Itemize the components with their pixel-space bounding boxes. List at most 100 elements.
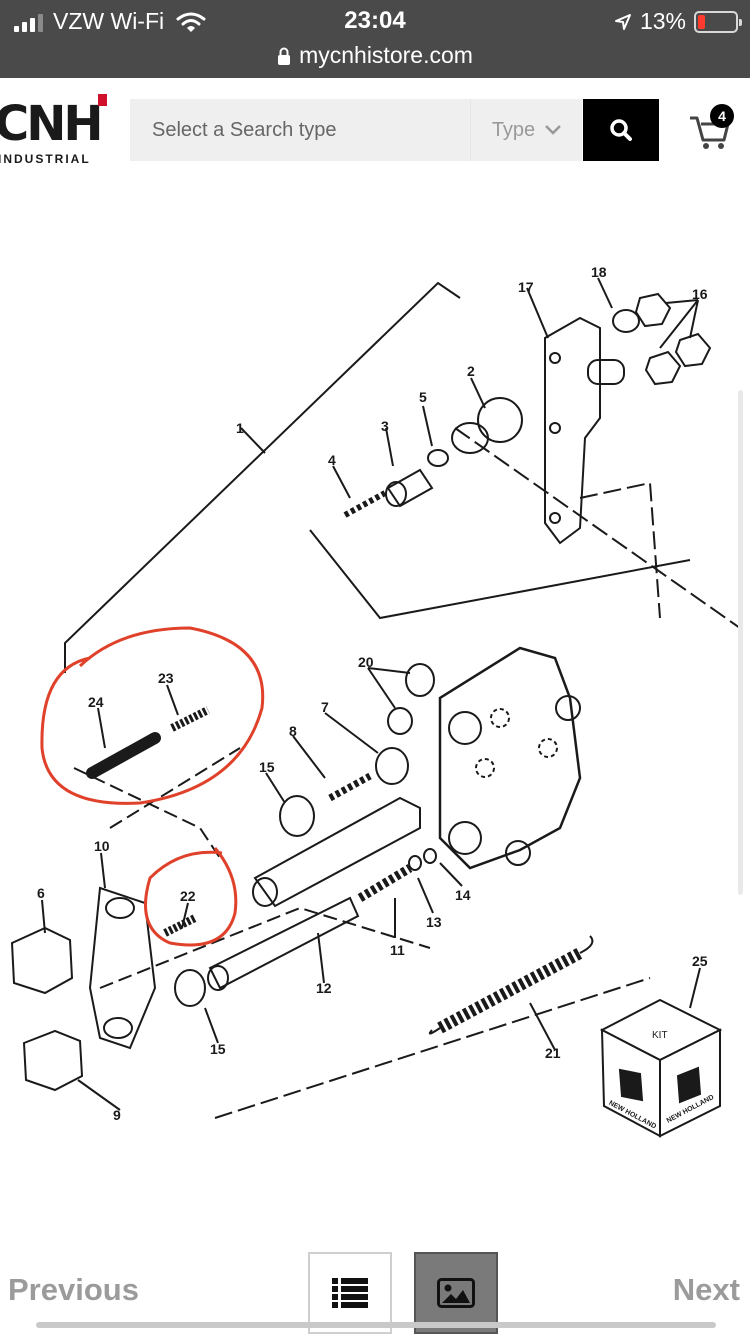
leader-line bbox=[265, 772, 286, 804]
search-type-dropdown[interactable]: Type bbox=[470, 99, 582, 161]
leader-line bbox=[324, 712, 379, 754]
part-label: 20 bbox=[358, 654, 374, 670]
battery-fill bbox=[698, 14, 705, 29]
pump-hidden-bore bbox=[538, 738, 558, 758]
cnh-logo[interactable]: CNH INDUSTRIAL bbox=[0, 92, 112, 166]
part-label: 17 bbox=[518, 279, 534, 295]
part-label: 12 bbox=[316, 980, 332, 996]
part-valve-end bbox=[385, 481, 407, 507]
previous-button[interactable]: Previous bbox=[8, 1272, 139, 1307]
part-label: 9 bbox=[113, 1107, 121, 1123]
assembly-outline-line bbox=[214, 977, 651, 1119]
new-holland-logo-icon bbox=[618, 1068, 644, 1102]
search-box: Type bbox=[130, 99, 582, 161]
part-spring bbox=[170, 706, 210, 732]
vertical-scrollbar[interactable] bbox=[738, 390, 743, 895]
part-washer bbox=[612, 309, 640, 333]
part-o-ring bbox=[405, 663, 435, 697]
parts-diagram: 1 2 3 4 5 6 7 8 9 10 11 12 13 14 15 15 1… bbox=[10, 264, 741, 1138]
part-spring bbox=[357, 864, 413, 902]
leader-line bbox=[526, 287, 549, 339]
cart-button[interactable]: 4 bbox=[688, 104, 736, 152]
part-label: 6 bbox=[37, 885, 45, 901]
part-label: 15 bbox=[259, 759, 275, 775]
part-valve-spool bbox=[86, 732, 161, 779]
part-label: 14 bbox=[455, 887, 471, 903]
cart-count-badge: 4 bbox=[710, 104, 734, 128]
part-nut bbox=[634, 292, 672, 328]
part-label: 7 bbox=[321, 699, 329, 715]
part-bracket bbox=[544, 316, 601, 545]
bracket-hole bbox=[549, 352, 561, 364]
next-button[interactable]: Next bbox=[672, 1272, 740, 1307]
part-spring bbox=[343, 490, 387, 518]
part-o-ring bbox=[387, 707, 413, 735]
part-label: 11 bbox=[390, 942, 405, 958]
bracket-hole bbox=[549, 512, 561, 524]
address-bar[interactable]: mycnhistore.com bbox=[0, 42, 750, 69]
site-header: CNH INDUSTRIAL Type 4 bbox=[0, 78, 750, 188]
leader-line bbox=[422, 405, 433, 447]
logo-red-accent bbox=[98, 94, 107, 106]
assembly-outline-line bbox=[64, 281, 461, 673]
leader-line bbox=[417, 877, 434, 914]
part-drain-plug bbox=[22, 1029, 84, 1092]
assembly-outline-line bbox=[99, 906, 431, 989]
bracket-stud bbox=[587, 359, 625, 385]
leader-line bbox=[367, 667, 411, 709]
part-plug-body bbox=[451, 422, 489, 454]
search-button[interactable] bbox=[583, 99, 659, 161]
part-label: 15 bbox=[210, 1041, 226, 1057]
leader-line bbox=[385, 427, 394, 467]
battery-percent: 13% bbox=[639, 8, 686, 34]
plate-hole bbox=[103, 1017, 133, 1039]
part-seal-ring bbox=[279, 795, 315, 837]
assembly-outline-line bbox=[73, 767, 221, 859]
part-label: 18 bbox=[591, 264, 607, 280]
assembly-outline-line bbox=[579, 481, 661, 619]
pump-hidden-bore bbox=[490, 708, 510, 728]
part-label: 24 bbox=[88, 694, 104, 710]
leader-line bbox=[240, 427, 266, 454]
leader-line bbox=[100, 852, 106, 889]
part-label: 23 bbox=[158, 670, 174, 686]
spring-hook bbox=[579, 935, 594, 954]
horizontal-scrollbar[interactable] bbox=[36, 1322, 716, 1328]
image-icon bbox=[437, 1278, 475, 1308]
annotation-circle bbox=[144, 847, 238, 947]
assembly-outline-line bbox=[309, 529, 691, 620]
part-label: 22 bbox=[180, 888, 196, 904]
leader-line bbox=[181, 902, 189, 929]
leader-line bbox=[332, 465, 351, 499]
search-icon bbox=[610, 119, 632, 141]
bottom-navigation: Previous Next bbox=[0, 1250, 750, 1334]
chevron-down-icon bbox=[545, 125, 562, 135]
part-washer bbox=[408, 855, 422, 871]
logo-sub-text: INDUSTRIAL bbox=[0, 152, 91, 166]
leader-line bbox=[689, 967, 701, 1009]
plate-hole bbox=[105, 897, 135, 919]
spring-hook bbox=[428, 1027, 441, 1035]
annotation-circle bbox=[40, 626, 265, 805]
status-right: 13% bbox=[614, 8, 742, 35]
new-holland-logo-icon bbox=[676, 1066, 702, 1104]
image-view-button[interactable] bbox=[414, 1252, 498, 1334]
part-label: 5 bbox=[419, 389, 427, 405]
status-left: VZW Wi-Fi bbox=[14, 8, 206, 35]
status-bar: VZW Wi-Fi 23:04 13% mycnhistore.com bbox=[0, 0, 750, 78]
cell-signal-icon bbox=[14, 12, 43, 32]
leader-line bbox=[77, 1079, 121, 1111]
part-drain-plug bbox=[10, 926, 74, 995]
pump-port bbox=[448, 821, 482, 855]
part-label: 1 bbox=[236, 420, 244, 436]
leader-line bbox=[529, 1002, 556, 1051]
part-tension-spring bbox=[437, 947, 583, 1034]
part-shaft bbox=[208, 896, 360, 990]
part-washer bbox=[423, 848, 437, 864]
part-shaft-end bbox=[252, 877, 278, 907]
list-view-button[interactable] bbox=[308, 1252, 392, 1334]
leader-line bbox=[659, 299, 699, 349]
search-input[interactable] bbox=[130, 99, 470, 161]
bracket-hole bbox=[549, 422, 561, 434]
assembly-outline-line bbox=[109, 747, 241, 829]
